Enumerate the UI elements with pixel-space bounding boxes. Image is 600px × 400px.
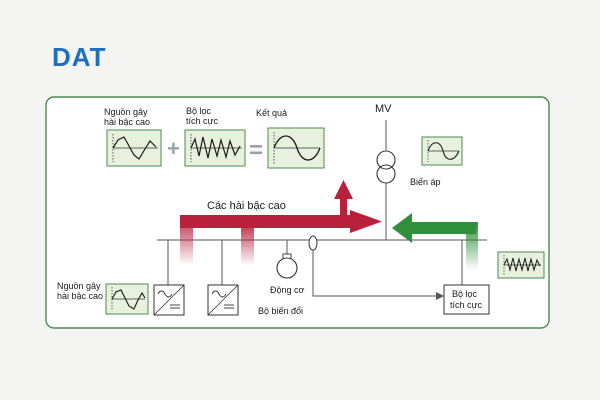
sensor-wire bbox=[312, 250, 442, 297]
dat-logo: DAT bbox=[52, 44, 122, 70]
harmonic-current-arrow bbox=[180, 180, 382, 265]
waveform-panel-icon bbox=[106, 129, 162, 167]
label-mv: MV bbox=[375, 103, 392, 115]
waveform-panel-icon bbox=[184, 129, 246, 167]
label-source-top-2: hài bậc cao bbox=[104, 117, 150, 127]
label-motor: Động cơ bbox=[270, 285, 305, 295]
plus-sign: + bbox=[167, 136, 180, 161]
label-filter-bottom-1: Bộ lọc bbox=[452, 289, 478, 299]
label-filter-top-1: Bộ lọc bbox=[186, 106, 212, 116]
waveform-panel-icon bbox=[421, 136, 463, 166]
waveform-panel-icon bbox=[497, 251, 545, 279]
ac-dc-converter-icon bbox=[207, 284, 239, 316]
label-harmonics: Các hài bậc cao bbox=[207, 200, 286, 212]
compensation-current-arrow bbox=[392, 213, 478, 270]
waveform-panel-icon bbox=[267, 127, 325, 169]
ac-dc-converter-icon bbox=[153, 284, 185, 316]
label-source-bottom-1: Nguồn gây bbox=[57, 281, 101, 291]
label-filter-bottom-2: tích cực bbox=[450, 300, 483, 310]
sensor-wire-arrowhead bbox=[436, 292, 444, 300]
motor-icon bbox=[276, 253, 298, 279]
label-source-top-1: Nguồn gây bbox=[104, 107, 148, 117]
label-transformer: Biến áp bbox=[410, 177, 441, 187]
label-source-bottom-2: hài bậc cao bbox=[57, 291, 103, 301]
label-result: Kết quả bbox=[256, 108, 287, 118]
label-converter: Bộ biến đổi bbox=[258, 306, 303, 316]
label-filter-top-2: tích cực bbox=[186, 116, 219, 126]
active-filter-box bbox=[443, 284, 490, 315]
waveform-panel-icon bbox=[105, 283, 149, 315]
current-sensor-icon bbox=[308, 235, 318, 251]
equals-sign: = bbox=[249, 137, 263, 164]
logo-text: DAT bbox=[52, 42, 107, 72]
